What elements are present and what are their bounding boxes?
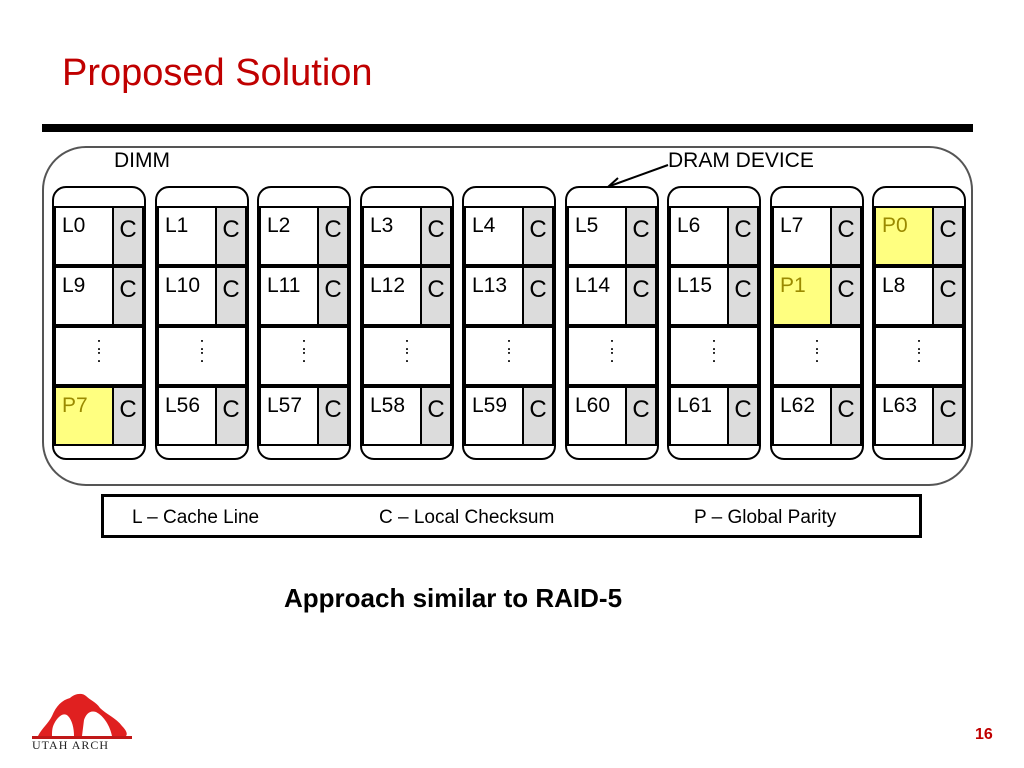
checksum-block: C [830, 266, 862, 326]
checksum-block: C [625, 206, 657, 266]
cache-line-block: L14 [567, 266, 627, 326]
cache-line-block: L2 [259, 206, 319, 266]
checksum-block: C [420, 206, 452, 266]
cache-line-block: L6 [669, 206, 729, 266]
cache-line-block: L61 [669, 386, 729, 446]
cache-line-block: L13 [464, 266, 524, 326]
checksum-block: C [727, 386, 759, 446]
cache-line-block: L62 [772, 386, 832, 446]
cache-line-block: L58 [362, 386, 422, 446]
checksum-block: C [522, 266, 554, 326]
ellipsis-row: :: [567, 326, 657, 386]
checksum-block: C [932, 386, 964, 446]
checksum-block: C [112, 206, 144, 266]
cache-line-block: L12 [362, 266, 422, 326]
title-divider [42, 124, 973, 132]
legend-local-checksum: C – Local Checksum [379, 507, 555, 528]
cache-line-block: L11 [259, 266, 319, 326]
cache-line-block: L59 [464, 386, 524, 446]
checksum-block: C [625, 266, 657, 326]
dimm-label: DIMM [114, 149, 170, 172]
utah-arch-logo [32, 693, 132, 739]
cache-line-block: L60 [567, 386, 627, 446]
checksum-block: C [522, 386, 554, 446]
ellipsis-row: :: [362, 326, 452, 386]
ellipsis-row: :: [157, 326, 247, 386]
checksum-block: C [625, 386, 657, 446]
legend-global-parity: P – Global Parity [694, 507, 837, 528]
checksum-block: C [215, 266, 247, 326]
cache-line-block: L56 [157, 386, 217, 446]
checksum-block: C [830, 206, 862, 266]
ellipsis-row: :: [874, 326, 964, 386]
legend: L – Cache Line C – Local Checksum P – Gl… [101, 494, 922, 538]
ellipsis-row: :: [464, 326, 554, 386]
checksum-block: C [317, 386, 349, 446]
slide-title: Proposed Solution [62, 52, 373, 94]
ellipsis-row: :: [54, 326, 144, 386]
parity-block: P0 [874, 206, 934, 266]
cache-line-block: L0 [54, 206, 114, 266]
logo-text: UTAH ARCH [32, 738, 110, 752]
dram-device-label: DRAM DEVICE [668, 149, 814, 172]
parity-block: P7 [54, 386, 114, 446]
cache-line-block: L63 [874, 386, 934, 446]
checksum-block: C [830, 386, 862, 446]
parity-block: P1 [772, 266, 832, 326]
checksum-block: C [420, 386, 452, 446]
cache-line-block: L9 [54, 266, 114, 326]
cache-line-block: L3 [362, 206, 422, 266]
checksum-block: C [215, 206, 247, 266]
checksum-block: C [420, 266, 452, 326]
cache-line-block: L7 [772, 206, 832, 266]
checksum-block: C [112, 386, 144, 446]
cache-line-block: L10 [157, 266, 217, 326]
cache-line-block: L4 [464, 206, 524, 266]
legend-cache-line: L – Cache Line [132, 507, 260, 528]
cache-line-block: L57 [259, 386, 319, 446]
cache-line-block: L1 [157, 206, 217, 266]
checksum-block: C [522, 206, 554, 266]
ellipsis-row: :: [259, 326, 349, 386]
caption: Approach similar to RAID-5 [284, 583, 623, 613]
ellipsis-row: :: [772, 326, 862, 386]
checksum-block: C [932, 266, 964, 326]
checksum-block: C [317, 266, 349, 326]
checksum-block: C [112, 266, 144, 326]
checksum-block: C [727, 266, 759, 326]
checksum-block: C [932, 206, 964, 266]
cache-line-block: L15 [669, 266, 729, 326]
cache-line-block: L8 [874, 266, 934, 326]
cache-line-block: L5 [567, 206, 627, 266]
checksum-block: C [215, 386, 247, 446]
ellipsis-row: :: [669, 326, 759, 386]
checksum-block: C [727, 206, 759, 266]
page-number: 16 [975, 726, 993, 743]
checksum-block: C [317, 206, 349, 266]
